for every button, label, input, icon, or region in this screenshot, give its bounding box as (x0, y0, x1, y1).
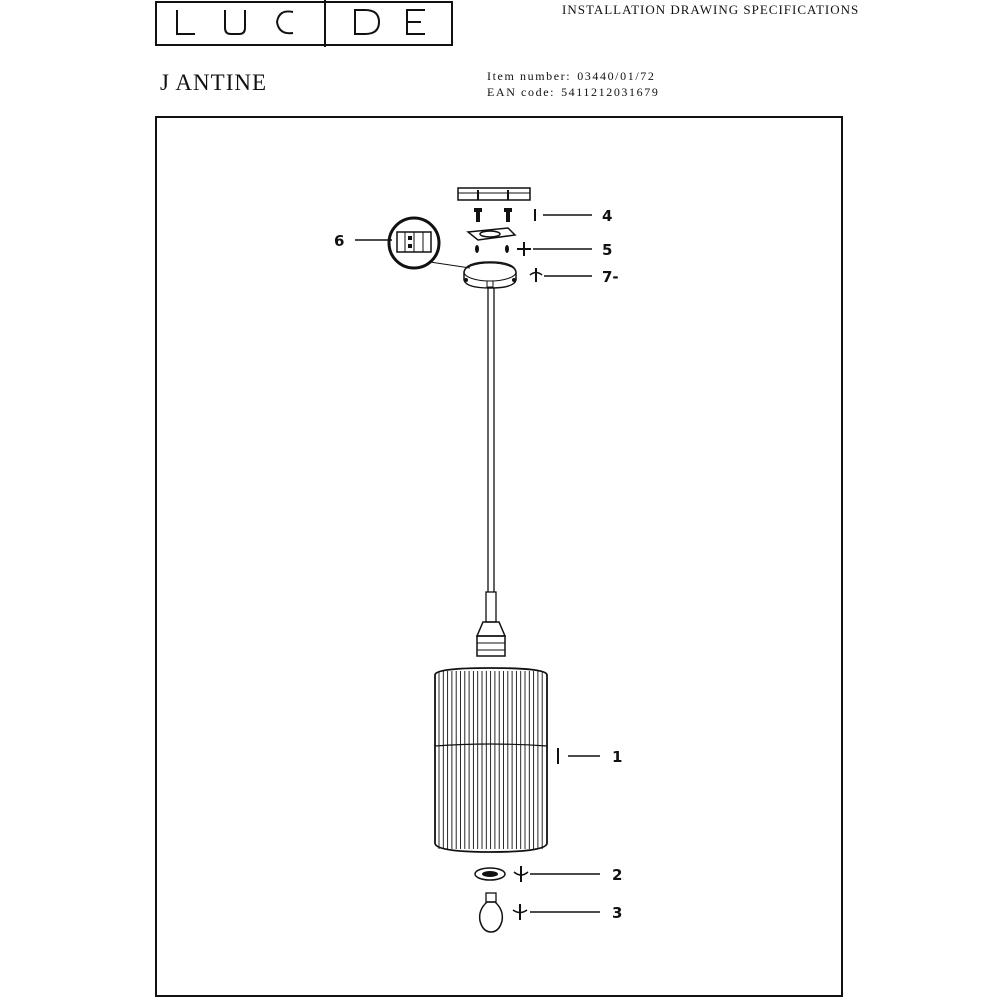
item-number-row: Item number: 03440/01/72 (487, 68, 659, 84)
suspension-cable (485, 288, 497, 623)
callout-4: 4 (602, 207, 612, 225)
document-type-title: INSTALLATION DRAWING SPECIFICATIONS (562, 2, 860, 17)
light-bulb-icon (478, 892, 504, 933)
terminal-block-detail (387, 216, 441, 270)
callout-6: 6 (334, 232, 344, 250)
callout-7: 7- (602, 268, 619, 286)
rotate-arrow-icon (512, 904, 528, 920)
callout-5: 5 (602, 241, 612, 259)
mounting-plate (466, 227, 517, 253)
callout-3: 3 (612, 904, 622, 922)
ean-code-row: EAN code: 5411212031679 (487, 84, 659, 100)
callout-2: 2 (612, 866, 622, 884)
mounting-bracket (457, 187, 531, 201)
rotate-arrow-icon (529, 268, 543, 282)
canopy (463, 261, 517, 289)
shade-ring (474, 867, 506, 881)
item-number-label: Item number: (487, 69, 572, 83)
rotate-arrow-icon (513, 866, 529, 882)
product-name: J ANTINE (160, 70, 268, 95)
ean-code-value: 5411212031679 (561, 85, 660, 99)
drawing-frame (155, 116, 843, 997)
callout-1: 1 (612, 748, 622, 766)
lucide-logo (155, 0, 453, 47)
rotate-arrow-icon (517, 242, 531, 256)
ean-code-label: EAN code: (487, 85, 556, 99)
detail-pointer (429, 261, 471, 269)
product-meta: Item number: 03440/01/72 EAN code: 54112… (487, 68, 659, 100)
lamp-holder (475, 621, 507, 657)
screw-icon (474, 208, 536, 222)
item-number-value: 03440/01/72 (577, 69, 656, 83)
ribbed-lampshade (434, 667, 548, 853)
